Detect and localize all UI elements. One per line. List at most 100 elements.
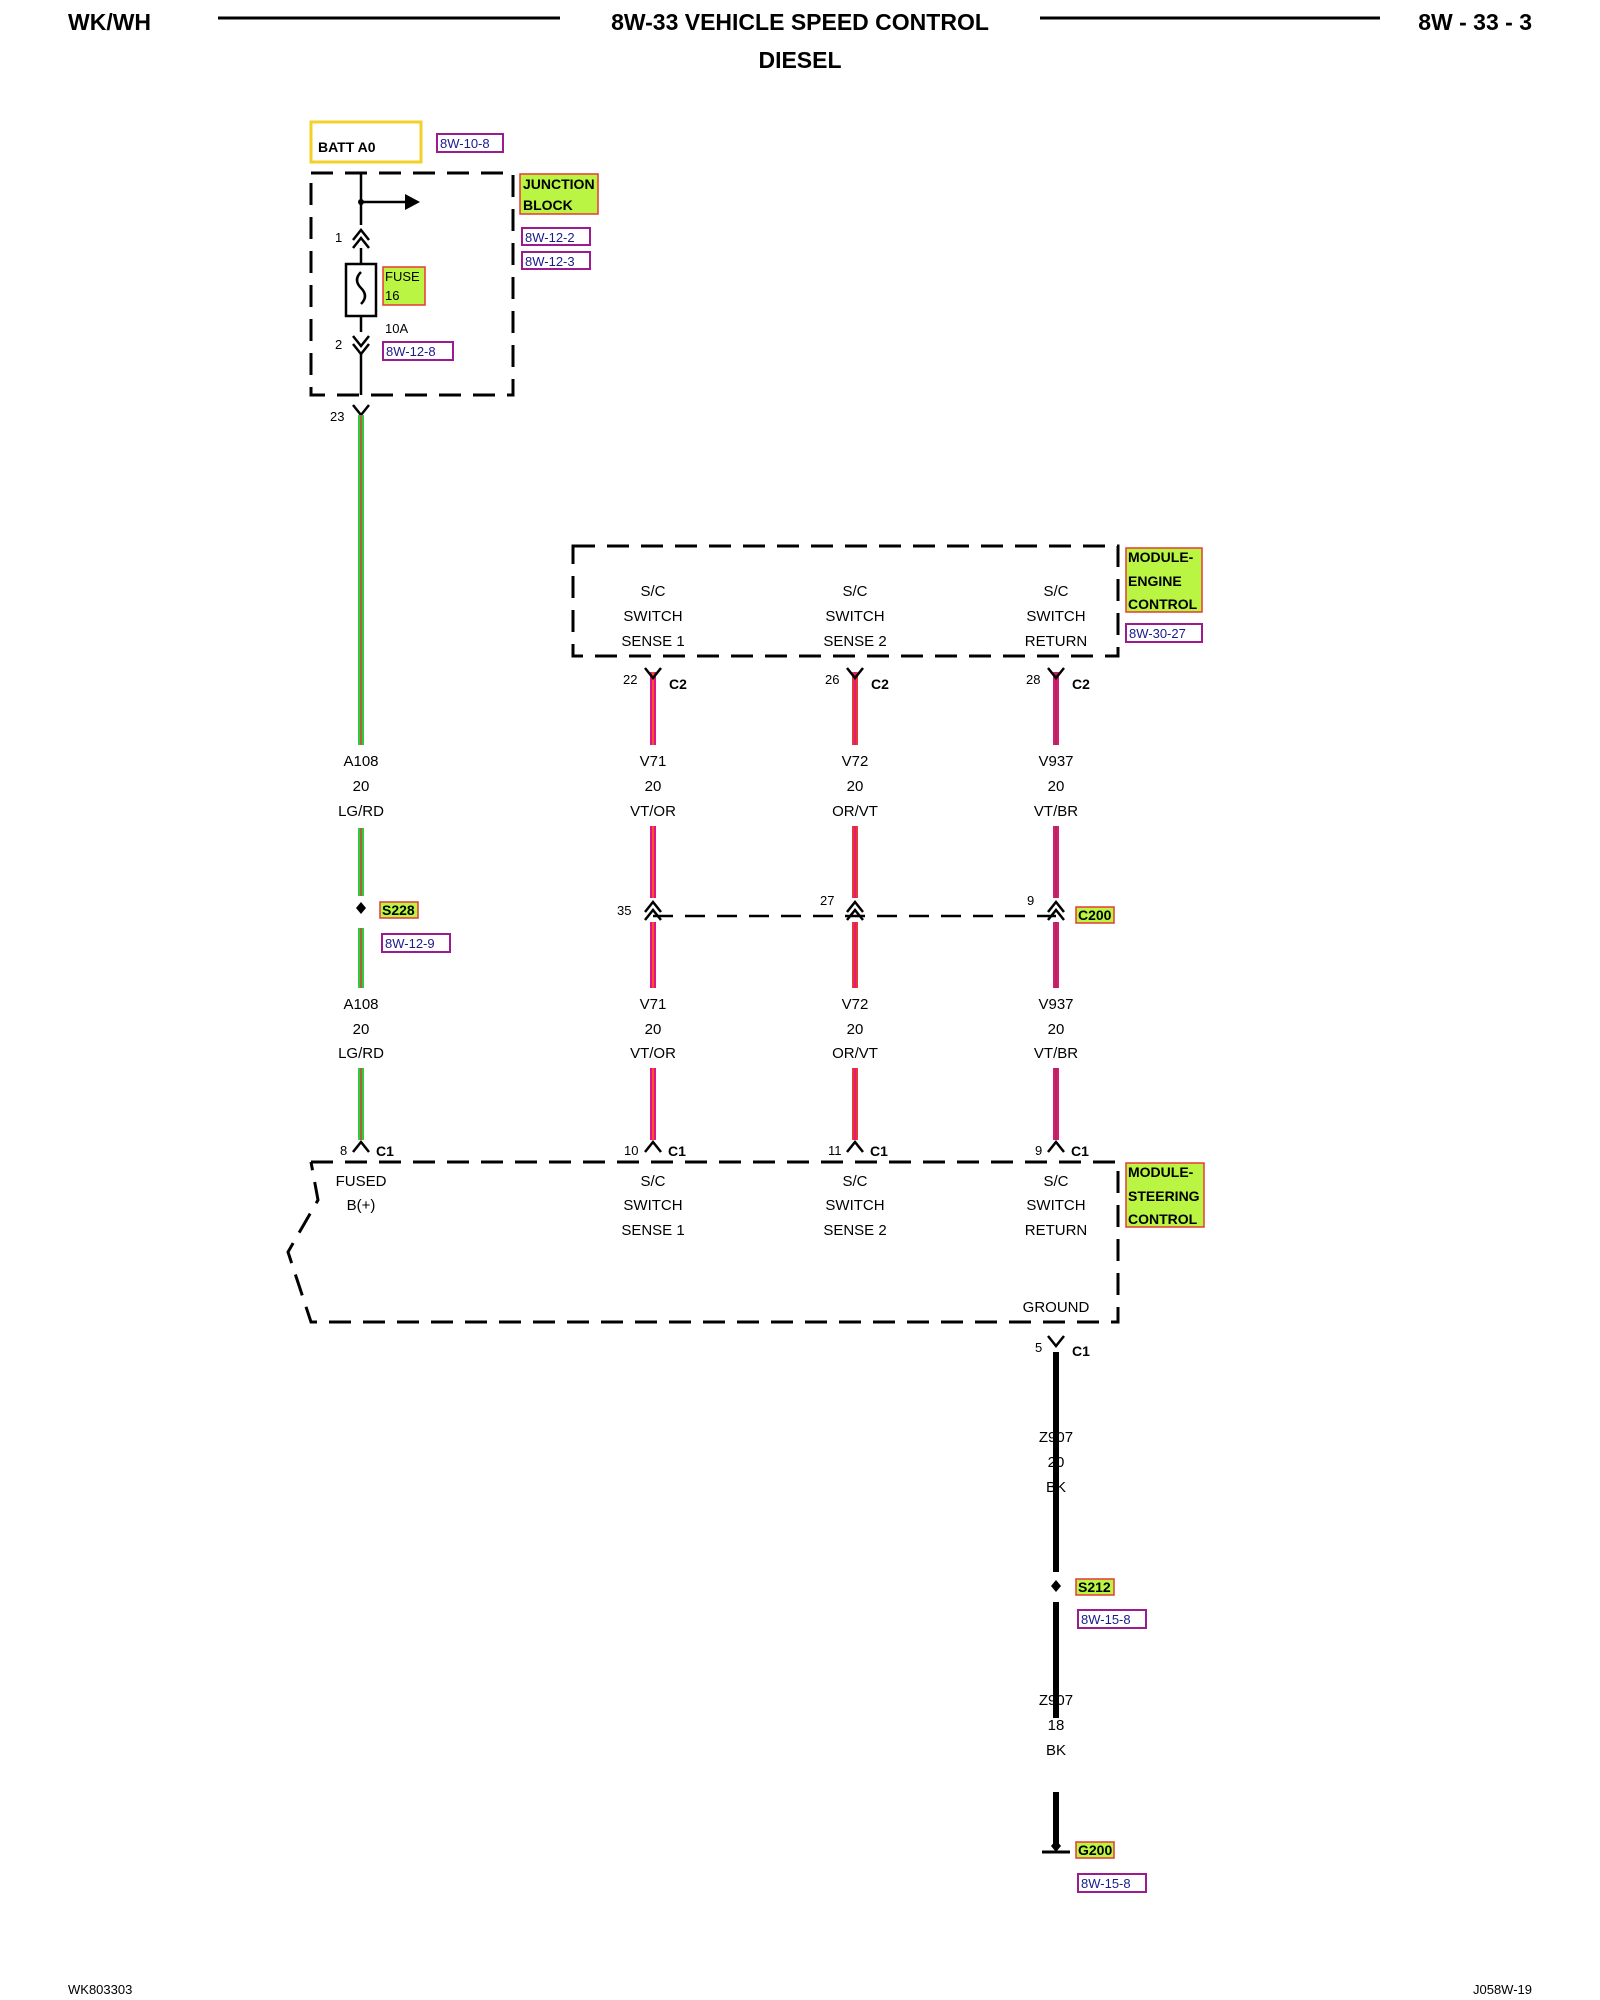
svg-text:28: 28 — [1026, 672, 1040, 687]
svg-text:RETURN: RETURN — [1025, 1222, 1088, 1239]
splice-s212-ref-link[interactable]: 8W-15-8 — [1081, 1612, 1131, 1627]
connector-chevron-icon — [846, 1139, 864, 1153]
junction-block-name-2: BLOCK — [523, 197, 573, 213]
connector-chevron-icon — [644, 667, 662, 681]
svg-text:V937: V937 — [1038, 996, 1073, 1013]
connector-chevron-icon — [352, 1139, 370, 1153]
svg-text:SWITCH: SWITCH — [825, 1197, 884, 1214]
wire-label-z907-lower: Z907 18 BK — [1039, 1692, 1073, 1759]
wire-label-v72-upper: V72 20 OR/VT — [832, 753, 878, 820]
ecm-ref-link[interactable]: 8W-30-27 — [1129, 626, 1186, 641]
splice-s212-name: S212 — [1078, 1579, 1111, 1595]
svg-text:BK: BK — [1046, 1742, 1066, 1759]
wire-label-z907-upper: Z907 20 BK — [1039, 1429, 1073, 1496]
connector-chevron-icon — [1047, 1139, 1065, 1153]
wire-label-a108-lower: A108 20 LG/RD — [338, 996, 384, 1062]
svg-text:C1: C1 — [668, 1143, 686, 1159]
junction-block-ref-2-link[interactable]: 8W-12-3 — [525, 254, 575, 269]
wire-label-a108-upper: A108 20 LG/RD — [338, 753, 384, 820]
svg-text:20: 20 — [353, 778, 370, 795]
scm-tag — [1125, 1162, 1205, 1228]
c200-name: C200 — [1078, 907, 1112, 923]
ecm-pin-3: S/C SWITCH RETURN — [1025, 583, 1088, 650]
ground-g200: G200 8W-15-8 — [1042, 1840, 1147, 1893]
splice-s228: S228 8W-12-9 — [356, 901, 451, 953]
svg-text:V71: V71 — [640, 753, 667, 770]
svg-text:20: 20 — [1048, 1021, 1065, 1038]
svg-text:V72: V72 — [842, 753, 869, 770]
scm-name-1: MODULE- — [1128, 1164, 1194, 1180]
wires — [358, 415, 1059, 1846]
junction-block: 1 FUSE 16 10A 8W-12-8 2 JUNCTION BLOCK 8… — [309, 171, 599, 397]
svg-text:S/C: S/C — [842, 1173, 867, 1190]
svg-text:BK: BK — [1046, 1479, 1066, 1496]
svg-text:26: 26 — [825, 672, 839, 687]
footer-doc-id: WK803303 — [68, 1982, 132, 1997]
svg-text:OR/VT: OR/VT — [832, 1045, 878, 1062]
fuse-number: 16 — [385, 288, 399, 303]
jb-pin-out: 2 — [335, 337, 342, 352]
jb-pin-in: 1 — [335, 230, 342, 245]
ecm-name-2: ENGINE — [1128, 573, 1182, 589]
wire-label-v937-upper: V937 20 VT/BR — [1034, 753, 1078, 820]
wire-label-v937-lower: V937 20 VT/BR — [1034, 996, 1078, 1062]
svg-text:C2: C2 — [669, 676, 687, 692]
svg-text:11: 11 — [828, 1143, 842, 1158]
junction-block-outline — [309, 171, 515, 397]
junction-block-ref-1-link[interactable]: 8W-12-2 — [525, 230, 575, 245]
svg-text:9: 9 — [1035, 1143, 1042, 1158]
svg-text:C1: C1 — [870, 1143, 888, 1159]
svg-text:A108: A108 — [343, 753, 378, 770]
connector-chevron-icon — [644, 899, 662, 913]
svg-text:27: 27 — [820, 893, 834, 908]
batt-label: BATT A0 — [318, 139, 376, 155]
footer-code: J058W-19 — [1473, 1982, 1532, 1997]
svg-text:20: 20 — [353, 1021, 370, 1038]
ecm-pin-1: S/C SWITCH SENSE 1 — [621, 583, 684, 650]
batt-label-box — [309, 120, 423, 164]
svg-text:LG/RD: LG/RD — [338, 803, 384, 820]
svg-text:S/C: S/C — [1043, 1173, 1068, 1190]
ground-g200-ref-link[interactable]: 8W-15-8 — [1081, 1876, 1131, 1891]
svg-text:FUSED: FUSED — [336, 1173, 387, 1190]
svg-text:SWITCH: SWITCH — [1026, 1197, 1085, 1214]
batt-ref-link[interactable]: 8W-10-8 — [440, 136, 490, 151]
wire-label-v71-upper: V71 20 VT/OR — [630, 753, 676, 820]
ecm-tag — [1125, 547, 1203, 613]
scm-name-2: STEERING — [1128, 1188, 1200, 1204]
svg-text:C2: C2 — [871, 676, 889, 692]
splice-dot-icon — [1051, 1580, 1061, 1592]
fuse-label: FUSE — [385, 269, 420, 284]
splice-s228-ref-link[interactable]: 8W-12-9 — [385, 936, 435, 951]
svg-text:18: 18 — [1048, 1717, 1065, 1734]
scm-ground-label: GROUND — [1023, 1299, 1090, 1316]
svg-text:LG/RD: LG/RD — [338, 1045, 384, 1062]
svg-text:B(+): B(+) — [347, 1197, 376, 1214]
svg-text:VT/OR: VT/OR — [630, 1045, 676, 1062]
connector-chevron-icon — [1047, 899, 1065, 913]
scm-pin-1: FUSED B(+) — [336, 1173, 387, 1214]
svg-text:RETURN: RETURN — [1025, 633, 1088, 650]
header-subtitle: DIESEL — [758, 47, 841, 73]
connector-chevron-icon — [1047, 667, 1065, 681]
fuse-ref-link[interactable]: 8W-12-8 — [386, 344, 436, 359]
svg-text:SENSE 2: SENSE 2 — [823, 1222, 886, 1239]
wire-label-v72-lower: V72 20 OR/VT — [832, 996, 878, 1062]
svg-text:S/C: S/C — [640, 1173, 665, 1190]
arrow-right-icon — [405, 194, 420, 210]
svg-text:S/C: S/C — [640, 583, 665, 600]
ground-g200-name: G200 — [1078, 1842, 1112, 1858]
jb-connector-pin: 23 — [330, 409, 344, 424]
header-model: WK/WH — [68, 9, 151, 35]
header-title: 8W-33 VEHICLE SPEED CONTROL — [611, 9, 989, 35]
scm-name-3: CONTROL — [1128, 1211, 1198, 1227]
svg-text:20: 20 — [847, 778, 864, 795]
header-page-number: 8W - 33 - 3 — [1418, 9, 1532, 35]
ecm-pin-2: S/C SWITCH SENSE 2 — [823, 583, 886, 650]
svg-text:8: 8 — [340, 1143, 347, 1158]
ecm-name-1: MODULE- — [1128, 549, 1194, 565]
svg-text:VT/BR: VT/BR — [1034, 803, 1078, 820]
splice-s212: S212 8W-15-8 — [1051, 1578, 1147, 1629]
svg-text:V937: V937 — [1038, 753, 1073, 770]
